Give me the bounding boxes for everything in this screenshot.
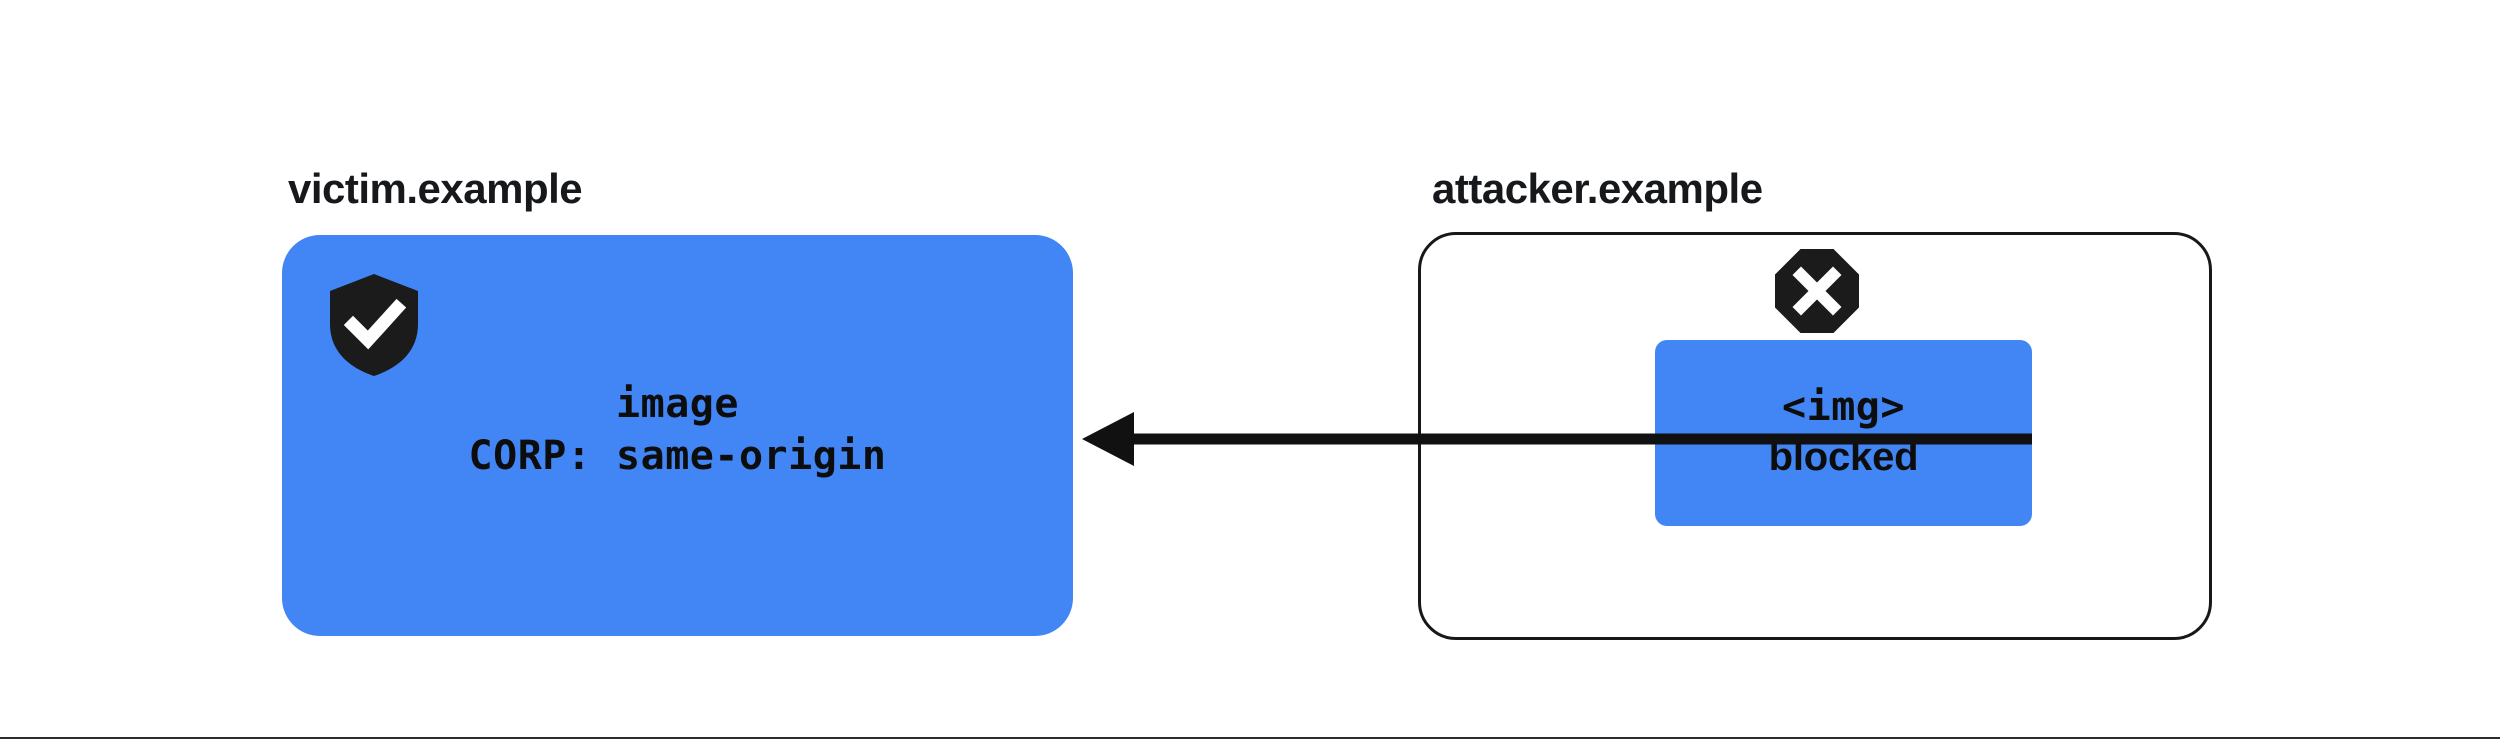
octagon-x-icon: [1774, 248, 1860, 334]
victim-origin-label: victim.example: [288, 165, 583, 212]
attacker-origin-label: attacker.example: [1432, 165, 1763, 212]
bottom-divider: [0, 737, 2500, 739]
blocked-request-arrow: [1082, 412, 2032, 466]
attacker-img-tag: <img>: [1782, 384, 1905, 431]
victim-corp-header: CORP: same-origin: [468, 433, 887, 479]
victim-resource-kind: image: [616, 381, 739, 427]
victim-resource-text: image CORP: same-origin: [282, 378, 1073, 482]
shield-check-icon: [326, 272, 422, 378]
